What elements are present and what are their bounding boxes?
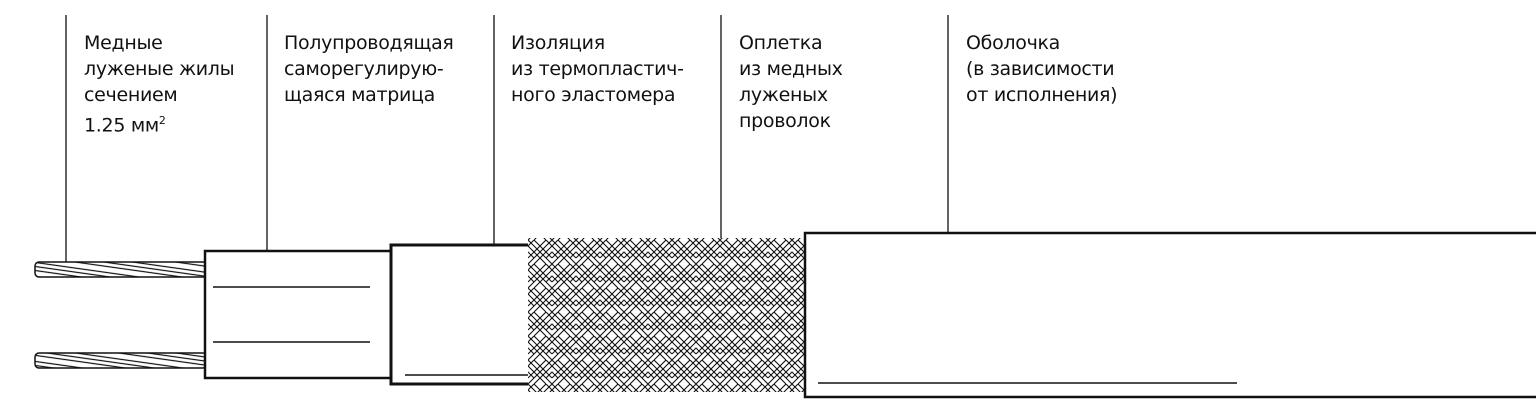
label-braid: Оплетка из медных луженых проволок <box>739 32 843 132</box>
label-insulation: Изоляция из термопластич- ного эластомер… <box>511 32 684 106</box>
copper-braid <box>528 238 807 392</box>
label-sheath: Оболочка (в зависимости от исполнения) <box>966 32 1118 106</box>
label-superscript: 2 <box>158 114 166 127</box>
conductor-wire-top <box>34 261 208 278</box>
label-matrix: Полупроводящая саморегулирую- щаяся матр… <box>284 32 454 106</box>
label-conductors: Медные луженые жилы сечением 1.25 мм2 <box>84 30 235 138</box>
conductor-wire-bottom <box>34 352 208 369</box>
insulation-layer <box>389 243 533 386</box>
outer-sheath <box>803 231 1536 399</box>
label-conductors-text: Медные луженые жилы сечением 1.25 мм <box>84 32 235 137</box>
semiconductive-matrix <box>203 249 394 380</box>
conductor-wires <box>34 261 208 369</box>
